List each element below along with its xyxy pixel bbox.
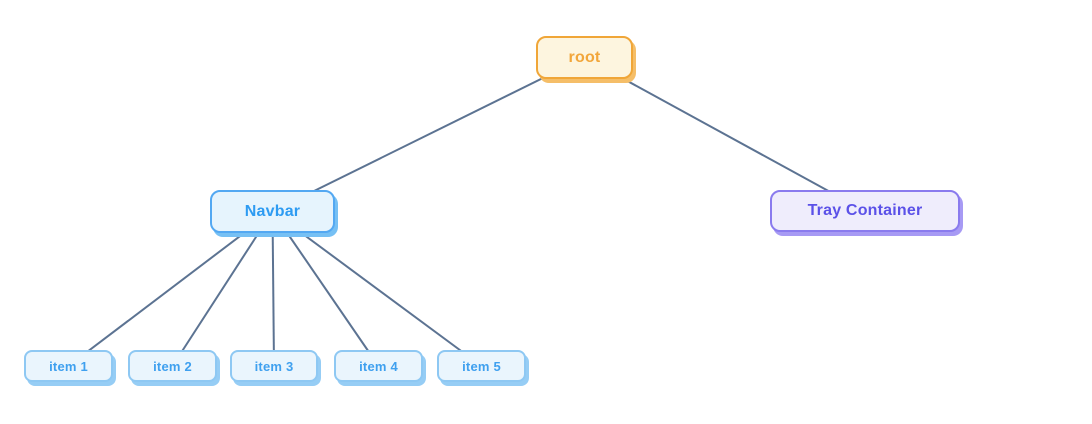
- node-item-1[interactable]: item 1: [24, 350, 113, 382]
- node-navbar[interactable]: Navbar: [210, 190, 335, 233]
- node-item-3[interactable]: item 3: [230, 350, 318, 382]
- node-item-4[interactable]: item 4: [334, 350, 423, 382]
- edge-navbar-item-1: [67, 210, 274, 367]
- edge-root-navbar: [272, 56, 585, 213]
- node-label: item 5: [462, 358, 501, 374]
- node-label: item 4: [359, 358, 398, 374]
- node-item-5[interactable]: item 5: [437, 350, 526, 382]
- edge-navbar-item-2: [171, 210, 274, 367]
- node-label: Tray Container: [807, 202, 923, 219]
- node-tray-container[interactable]: Tray Container: [770, 190, 960, 232]
- node-label: item 2: [153, 358, 192, 374]
- edge-navbar-item-3: [271, 211, 275, 367]
- node-root[interactable]: root: [536, 36, 633, 79]
- node-label: Navbar: [244, 202, 301, 220]
- edge-navbar-item-4: [271, 210, 380, 367]
- edge-navbar-item-5: [271, 210, 483, 367]
- node-label: root: [568, 48, 601, 66]
- edge-root-tray-container: [584, 56, 866, 212]
- node-label: item 1: [49, 358, 88, 374]
- node-label: item 3: [254, 358, 294, 374]
- node-item-2[interactable]: item 2: [128, 350, 217, 382]
